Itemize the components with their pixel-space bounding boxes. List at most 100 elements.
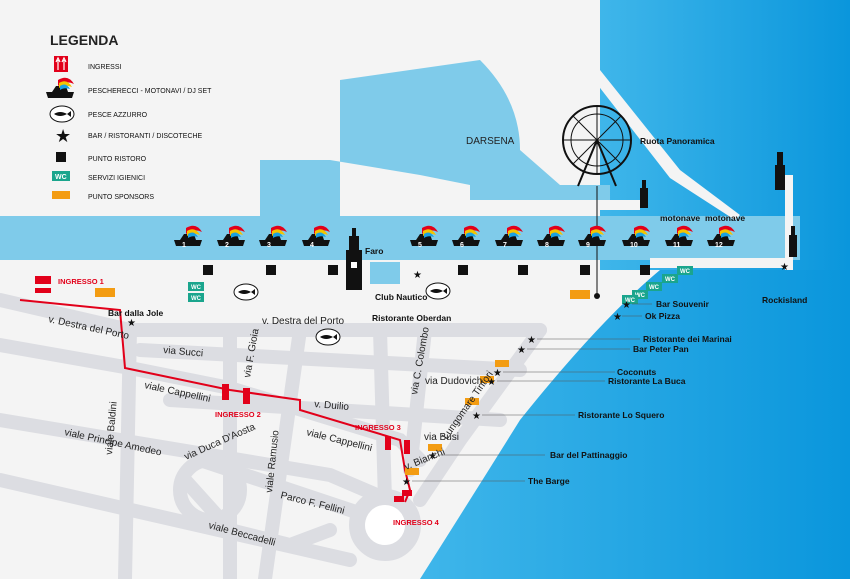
motonave-label-1: motonave: [660, 213, 700, 223]
boat-5: 5: [410, 225, 438, 249]
boat-3: 3: [259, 225, 287, 249]
wc-badge: WC: [646, 282, 662, 291]
ruota-label: Ruota Panoramica: [640, 136, 715, 146]
legend-item-ristoro: PUNTO RISTORO: [88, 156, 147, 163]
ferris-wheel-icon: [562, 105, 632, 295]
pier-north: [545, 0, 740, 220]
boat-number: 4: [310, 242, 314, 249]
legend-item-pescherecci: PESCHERECCI - MOTONAVI / DJ SET: [88, 88, 212, 95]
boat-4: 4: [302, 225, 330, 249]
svg-text:★: ★: [127, 318, 136, 329]
wc-badge: WC: [632, 290, 648, 299]
boat-number: 2: [225, 242, 229, 249]
svg-text:★: ★: [780, 262, 789, 273]
svg-text:WC: WC: [191, 296, 202, 302]
fish-icon-1: [233, 283, 259, 301]
boat-icon: [46, 77, 74, 98]
boat-number: 7: [503, 242, 507, 249]
street-succi: via Succi: [163, 345, 204, 359]
boat-1: 1: [174, 225, 202, 249]
street-destra-porto-2: v. Destra del Porto: [262, 316, 345, 327]
street-duilio: v. Duilio: [314, 399, 350, 413]
ingresso-1-label: INGRESSO 1: [58, 277, 104, 286]
svg-text:★: ★: [517, 345, 526, 356]
bar-souvenir-label: Bar Souvenir: [656, 299, 710, 309]
bar-jole-label: Bar dalla Jole: [108, 308, 164, 318]
legend-item-pesce: PESCE AZZURRO: [88, 112, 148, 119]
legend-item-ingressi: INGRESSI: [88, 64, 122, 71]
street-baldini: viale Baldini: [104, 401, 120, 455]
street-dudovich: via Dudovich: [425, 376, 482, 387]
svg-text:★: ★: [527, 335, 536, 346]
svg-text:★: ★: [472, 411, 481, 422]
boat-12: 12: [707, 225, 735, 249]
coconuts-label: Coconuts: [617, 367, 656, 377]
ingresso-4-label: INGRESSO 4: [393, 518, 440, 527]
svg-text:★: ★: [487, 377, 496, 388]
rockisland-label: Rockisland: [762, 295, 807, 305]
boat-number: 8: [545, 242, 549, 249]
lighthouse-icon: [640, 152, 797, 257]
ingresso-3-label: INGRESSO 3: [355, 423, 401, 432]
poi-leaders: [412, 303, 652, 482]
wc-badge: WC: [662, 274, 678, 283]
svg-text:★: ★: [413, 270, 422, 281]
svg-text:★: ★: [622, 300, 631, 311]
boat-9: 9: [578, 225, 606, 249]
faro-icon: [346, 228, 362, 290]
sea: [420, 0, 850, 579]
the-barge-label: The Barge: [528, 476, 570, 486]
legend: LEGENDA INGRESSI PESCHERECCI - MOTONAVI …: [46, 32, 212, 201]
ingressi-icon: [54, 56, 68, 72]
square-icon: [56, 152, 66, 162]
road-network: [0, 293, 547, 579]
ferris-wheel-point: [594, 293, 600, 299]
roundabout-west: [173, 453, 247, 527]
wc-badge: WC: [677, 266, 693, 275]
boat-number: 12: [715, 242, 723, 249]
legend-item-servizi: SERVIZI IGIENICI: [88, 175, 145, 182]
faro-label: Faro: [365, 246, 383, 256]
ingresso-2-label: INGRESSO 2: [215, 410, 261, 419]
pier-darsena: [510, 200, 640, 210]
svg-text:WC: WC: [665, 277, 676, 283]
svg-text:WC: WC: [649, 285, 660, 291]
wc-badge: WC: [622, 295, 638, 304]
svg-text:WC: WC: [191, 285, 202, 291]
ok-pizza-label: Ok Pizza: [645, 311, 680, 321]
fish-icon-3: [315, 328, 341, 346]
boat-number: 6: [460, 242, 464, 249]
roundabout: [349, 489, 421, 561]
boat-6: 6: [452, 225, 480, 249]
boat-number: 3: [267, 242, 271, 249]
bar-stars: ★ ★ ★ ★ ★ ★ ★ ★ ★ ★ ★ ★: [127, 262, 789, 488]
darsena-label: DARSENA: [466, 136, 515, 147]
wc-badge: WC: [188, 293, 204, 302]
bar-pattinaggio-label: Bar del Pattinaggio: [550, 450, 627, 460]
svg-text:★: ★: [428, 451, 437, 462]
legend-item-bar: BAR / RISTORANTI / DISCOTECHE: [88, 133, 203, 140]
ristoro-points: [203, 265, 650, 275]
pier-east: [785, 175, 793, 270]
club-nautico-label: Club Nautico: [375, 292, 427, 302]
boat-number: 11: [673, 242, 681, 249]
boat-11: 11: [665, 225, 693, 249]
fish-icon-2: [425, 282, 451, 300]
boat-2: 2: [217, 225, 245, 249]
svg-text:WC: WC: [625, 298, 636, 304]
sponsor-icon: [52, 191, 70, 199]
ristorante-buca-label: Ristorante La Buca: [608, 376, 686, 386]
pier-south: [650, 258, 790, 268]
star-icon: ★: [55, 126, 71, 146]
boat-8: 8: [537, 225, 565, 249]
ingresso-markers: [35, 276, 412, 502]
boat-number: 10: [630, 242, 638, 249]
svg-text:★: ★: [402, 477, 411, 488]
svg-text:★: ★: [613, 312, 622, 323]
svg-text:WC: WC: [680, 269, 691, 275]
svg-text:WC: WC: [55, 174, 67, 181]
roundabout-center: [365, 505, 405, 545]
fish-icon: [49, 105, 75, 123]
